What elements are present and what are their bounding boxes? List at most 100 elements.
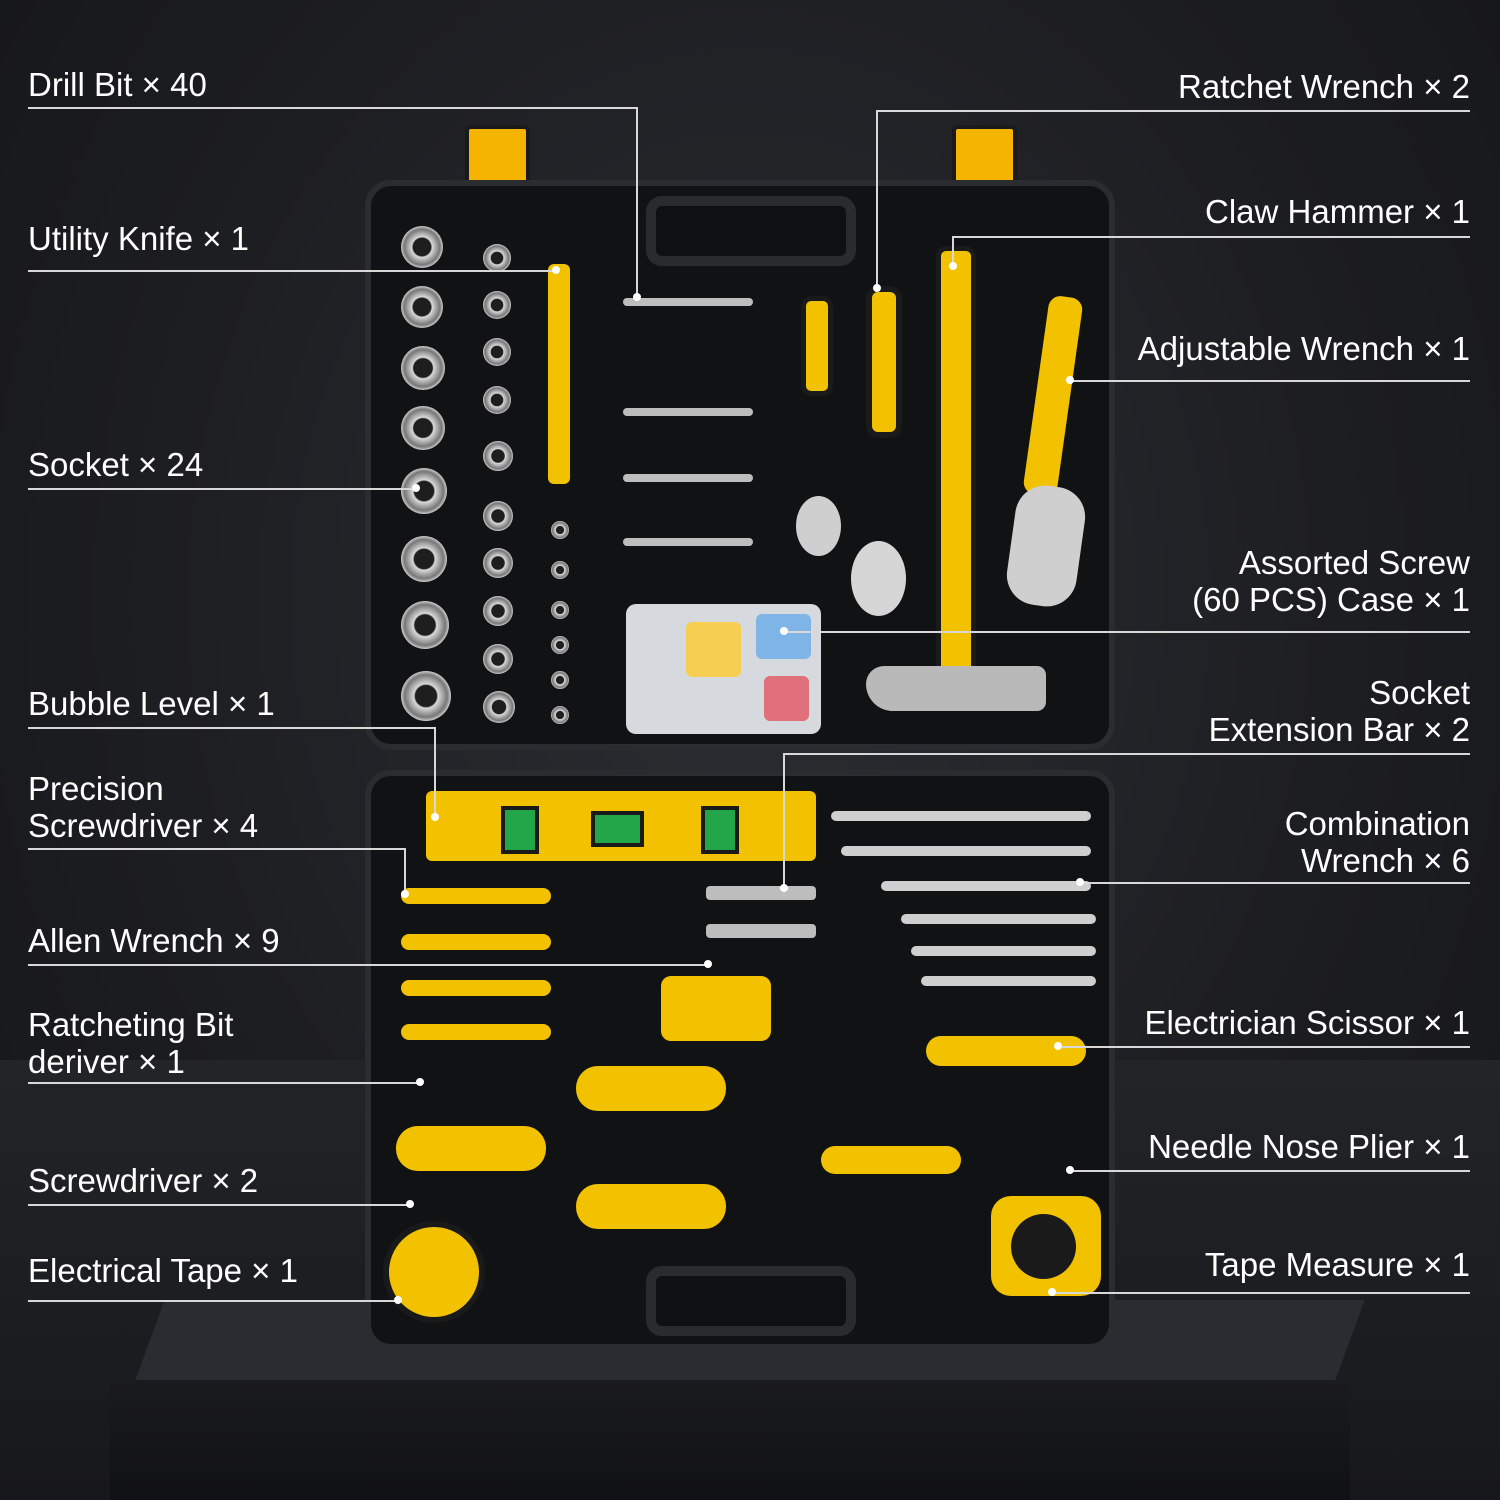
combination-wrench — [831, 811, 1091, 821]
label-ratcheting-bit-driver: Ratcheting Bit deriver × 1 — [28, 1006, 234, 1080]
leader-dot — [394, 1296, 402, 1304]
socket — [551, 521, 569, 539]
label-needle-nose-plier: Needle Nose Plier × 1 — [1148, 1128, 1470, 1165]
bit-row — [623, 474, 753, 482]
allen-wrench-set — [661, 976, 771, 1041]
leader-dot — [780, 627, 788, 635]
case-handle-top — [646, 196, 856, 266]
label-claw-hammer: Claw Hammer × 1 — [1205, 193, 1470, 230]
leader-line — [783, 753, 785, 888]
socket — [483, 644, 513, 674]
label-tape-measure: Tape Measure × 1 — [1204, 1246, 1470, 1283]
label-electrical-tape: Electrical Tape × 1 — [28, 1252, 298, 1289]
wall-anchors-yellow — [686, 622, 741, 677]
precision-screwdriver — [401, 1024, 551, 1040]
screwdriver — [576, 1184, 726, 1229]
level-vial — [501, 806, 539, 854]
tool-case-lid — [365, 180, 1115, 750]
leader-dot — [1048, 1288, 1056, 1296]
socket — [401, 468, 447, 514]
claw-hammer-handle — [936, 246, 976, 696]
label-socket: Socket × 24 — [28, 446, 204, 483]
leader-line — [404, 848, 406, 894]
leader-dot — [704, 960, 712, 968]
leader-dot — [780, 884, 788, 892]
precision-screwdriver — [401, 888, 551, 904]
ratchet-wrench-small-handle — [801, 296, 833, 396]
electrical-tape — [383, 1221, 485, 1323]
case-handle-bottom — [646, 1266, 856, 1336]
leader-line — [28, 848, 406, 850]
socket — [551, 706, 569, 724]
socket — [401, 346, 445, 390]
socket — [483, 338, 511, 366]
combination-wrench — [901, 914, 1096, 924]
leader-line — [784, 631, 1470, 633]
socket — [483, 596, 513, 626]
pedestal-front — [110, 1380, 1350, 1500]
leader-dot — [633, 293, 641, 301]
utility-knife — [548, 264, 570, 484]
label-adjustable-wrench: Adjustable Wrench × 1 — [1137, 330, 1470, 367]
label-drill-bit: Drill Bit × 40 — [28, 66, 207, 103]
leader-dot — [1076, 878, 1084, 886]
leader-dot — [949, 262, 957, 270]
wall-anchors-blue — [756, 614, 811, 659]
label-bubble-level: Bubble Level × 1 — [28, 685, 275, 722]
leader-line — [1058, 1046, 1470, 1048]
leader-line — [28, 1300, 398, 1302]
screwdriver — [396, 1126, 546, 1171]
combination-wrench — [841, 846, 1091, 856]
leader-line — [1052, 1292, 1470, 1294]
bit-row — [623, 538, 753, 546]
leader-line — [952, 236, 954, 266]
label-electrician-scissor: Electrician Scissor × 1 — [1144, 1004, 1470, 1041]
leader-dot — [1066, 376, 1074, 384]
socket-extension-bar — [706, 924, 816, 938]
tool-case-base — [365, 770, 1115, 1350]
leader-dot — [873, 284, 881, 292]
bit-row — [623, 408, 753, 416]
combination-wrench — [911, 946, 1096, 956]
combination-wrench — [881, 881, 1091, 891]
level-vial — [701, 806, 739, 854]
precision-screwdriver — [401, 934, 551, 950]
adjustable-wrench-handle — [1022, 294, 1084, 498]
precision-screwdriver — [401, 980, 551, 996]
socket — [401, 406, 445, 450]
leader-line — [876, 110, 878, 288]
socket — [551, 561, 569, 579]
leader-dot — [552, 266, 560, 274]
leader-line — [1080, 882, 1470, 884]
socket — [483, 291, 511, 319]
label-screwdriver: Screwdriver × 2 — [28, 1162, 259, 1199]
leader-line — [28, 964, 708, 966]
combination-wrench — [921, 976, 1096, 986]
socket — [551, 671, 569, 689]
socket — [401, 601, 449, 649]
label-socket-extension-bar: Socket Extension Bar × 2 — [1208, 674, 1470, 748]
leader-dot — [431, 813, 439, 821]
leader-line — [28, 727, 436, 729]
socket — [483, 386, 511, 414]
label-utility-knife: Utility Knife × 1 — [28, 220, 250, 257]
leader-line — [434, 727, 436, 817]
leader-line — [783, 753, 1470, 755]
leader-dot — [416, 1078, 424, 1086]
screw-case — [626, 604, 821, 734]
tape-measure-face — [1011, 1214, 1076, 1279]
electrician-scissor — [926, 1036, 1086, 1066]
socket — [401, 226, 443, 268]
ratchet-wrench-small-head — [796, 496, 841, 556]
leader-line — [876, 110, 1470, 112]
socket — [483, 691, 515, 723]
level-vial — [591, 811, 644, 847]
socket — [483, 501, 513, 531]
ratcheting-bit-driver — [576, 1066, 726, 1111]
label-combination-wrench: Combination Wrench × 6 — [1284, 805, 1470, 879]
bubble-level — [426, 791, 816, 861]
leader-line — [28, 107, 638, 109]
socket — [483, 441, 513, 471]
socket — [401, 671, 451, 721]
